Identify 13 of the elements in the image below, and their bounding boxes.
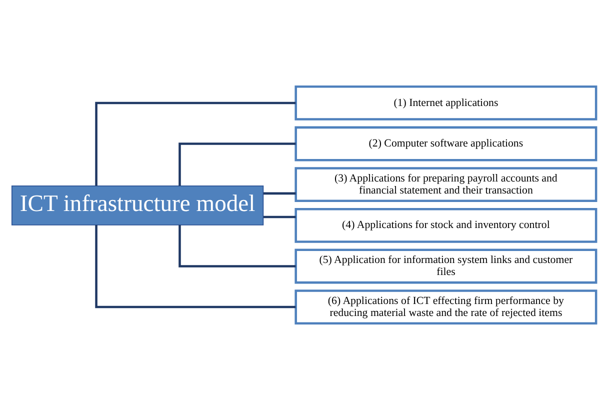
node-box: (5) Application for information system links and customer files <box>294 248 598 284</box>
connector <box>263 192 296 195</box>
node-box: (4) Applications for stock and inventory control <box>294 208 598 243</box>
connector <box>178 225 296 268</box>
node-box: (1) Internet applications <box>294 86 598 120</box>
connector <box>178 142 296 186</box>
connector <box>95 225 296 308</box>
node-box: (6) Applications of ICT effecting firm performance by reducing material waste and the rate of rejected items <box>294 290 598 324</box>
node-box: (3) Applications for preparing payroll accounts and financial statement and their transaction <box>294 167 598 202</box>
node-box: ICT infrastructure model <box>11 186 264 226</box>
node-box: (2) Computer software applications <box>294 126 598 162</box>
connector <box>95 102 296 186</box>
connector <box>263 216 296 218</box>
